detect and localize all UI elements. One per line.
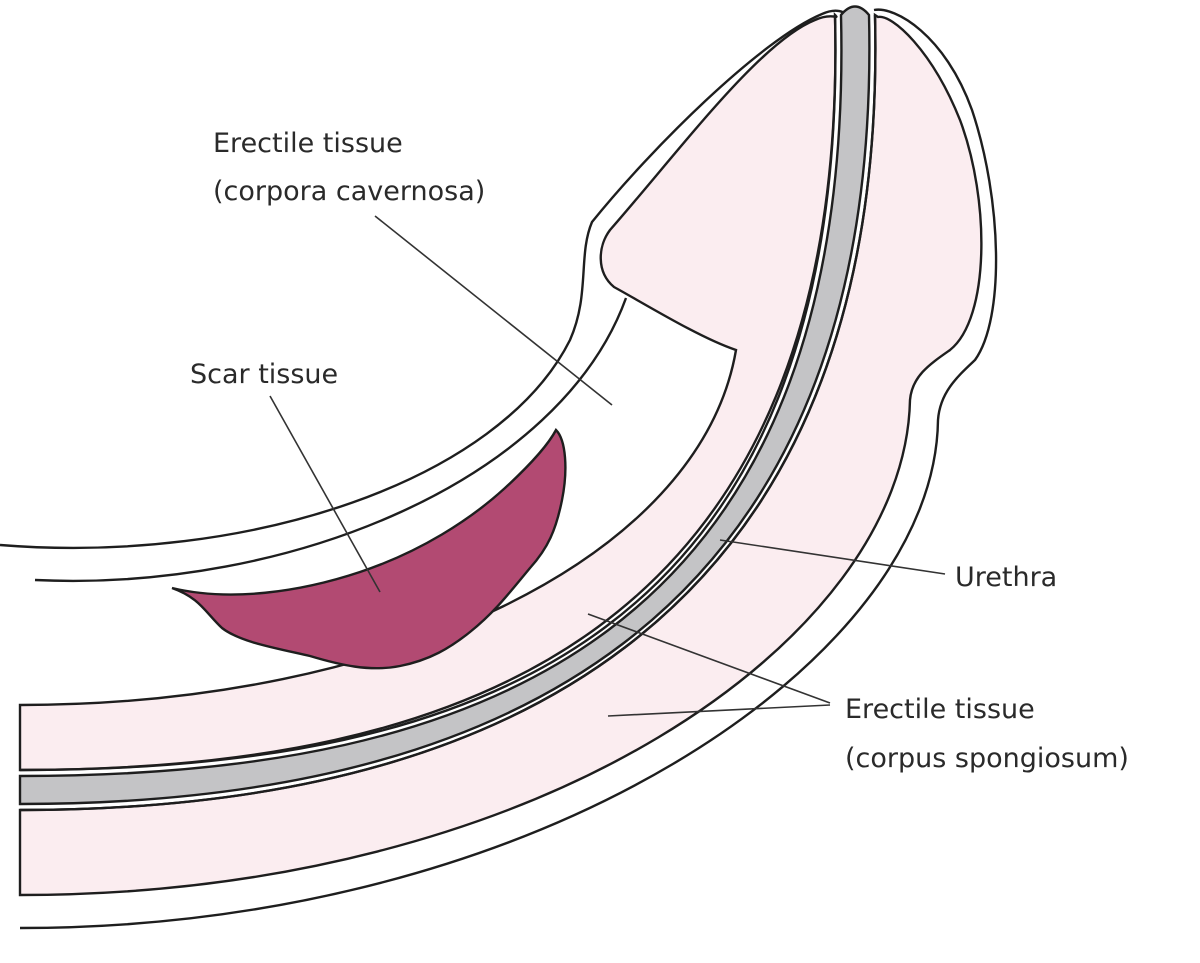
leader-urethra xyxy=(719,539,946,575)
glans-and-corpus-spongiosum-upper-region xyxy=(18,12,838,772)
urethra-wall-line-top xyxy=(19,14,837,772)
label-scar-tissue: Scar tissue xyxy=(190,359,338,390)
leader-corpus-spongiosum-2 xyxy=(607,704,831,717)
leader-scar-tissue xyxy=(269,395,381,593)
label-corpus-spongiosum-title: Erectile tissue xyxy=(845,694,1035,725)
leader-corpus-spongiosum-1 xyxy=(587,613,831,704)
inner-skin-line-top xyxy=(34,297,628,583)
urethra-wall-line-bottom xyxy=(19,14,877,812)
leader-corpora-cavernosa xyxy=(374,215,613,406)
outer-skin-line-top xyxy=(0,9,854,550)
outer-skin-line-bottom xyxy=(19,8,998,930)
urethra xyxy=(18,5,871,806)
label-urethra: Urethra xyxy=(955,562,1057,593)
label-corpus-spongiosum-subtitle: (corpus spongiosum) xyxy=(845,743,1129,774)
label-corpora-cavernosa-title: Erectile tissue xyxy=(213,128,403,159)
label-corpora-cavernosa-subtitle: (corpora cavernosa) xyxy=(213,176,485,207)
scar-tissue xyxy=(171,428,567,670)
